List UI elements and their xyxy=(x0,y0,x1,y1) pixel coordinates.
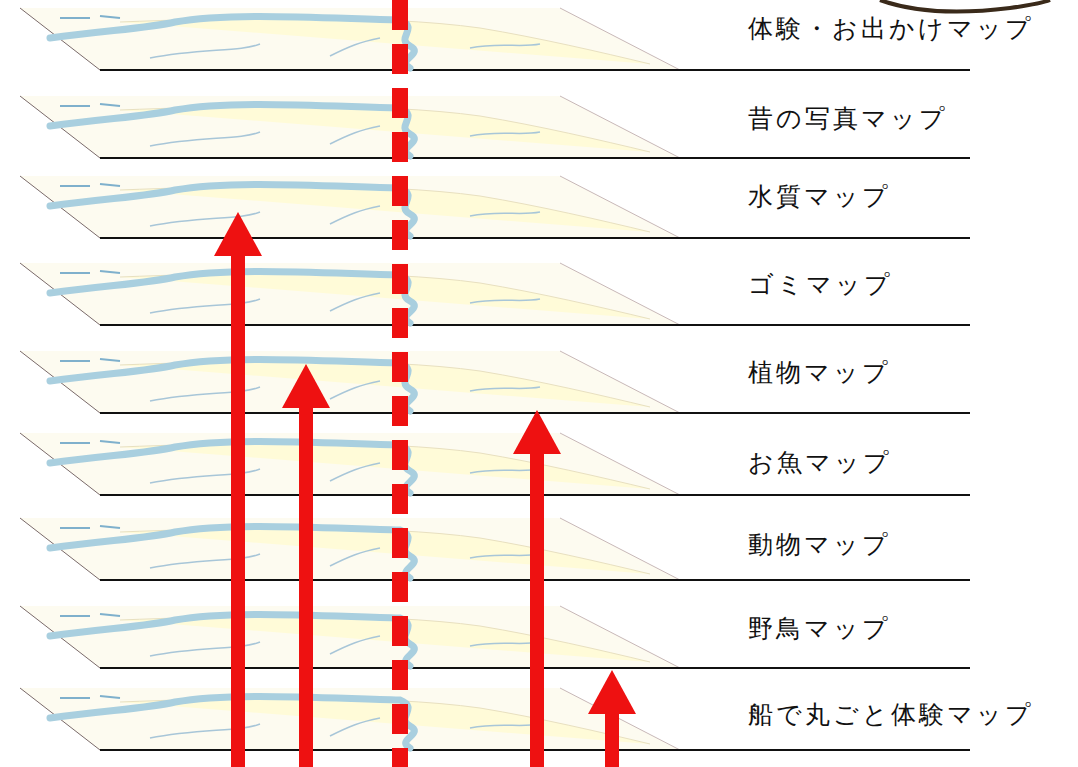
tributary xyxy=(150,126,540,146)
sheet-edge xyxy=(560,433,680,495)
lake xyxy=(60,184,120,186)
tributary xyxy=(150,293,540,313)
map-sheet xyxy=(20,96,680,158)
sheet-edge xyxy=(560,96,680,158)
layer-label: ゴミマップ xyxy=(748,270,893,300)
map-sheet xyxy=(20,263,680,325)
bubble-edge xyxy=(880,0,1050,12)
map-sheet xyxy=(20,351,680,413)
lake xyxy=(60,271,120,273)
map-area xyxy=(120,273,650,319)
dashed-axis xyxy=(392,0,408,767)
map-area xyxy=(120,186,650,232)
map-area xyxy=(120,698,650,744)
arrow-head xyxy=(588,670,636,714)
tributary xyxy=(150,206,540,226)
map-layer xyxy=(20,351,970,413)
river xyxy=(50,104,414,156)
layer-label: 野鳥マップ xyxy=(748,614,891,644)
arrow-head xyxy=(282,364,330,408)
arrow-shaft xyxy=(299,406,313,767)
layer-label: 動物マップ xyxy=(748,530,891,560)
map-sheet xyxy=(20,176,680,238)
arrow-shaft xyxy=(530,452,544,767)
map-area xyxy=(120,361,650,407)
tributary xyxy=(150,636,540,656)
sheet-edge xyxy=(560,8,680,70)
map-area xyxy=(120,18,650,64)
map-area xyxy=(120,528,650,574)
lake xyxy=(60,526,120,528)
layer-label: 植物マップ xyxy=(748,358,891,388)
layer-label: 体験・お出かけマップ xyxy=(748,14,1034,44)
map-area xyxy=(120,616,650,662)
tributary xyxy=(150,38,540,58)
tributary xyxy=(150,718,540,738)
layer-label: 昔の写真マップ xyxy=(748,104,948,134)
map-area xyxy=(120,106,650,152)
map-layer xyxy=(20,606,970,668)
lake xyxy=(60,696,120,698)
map-layer xyxy=(20,518,970,580)
layer-label: お魚マップ xyxy=(748,448,892,478)
map-sheet xyxy=(20,433,680,495)
layer-label: 水質マップ xyxy=(748,182,891,212)
arrow-head xyxy=(513,410,561,454)
sheet-edge xyxy=(560,351,680,413)
map-layer xyxy=(20,176,970,238)
arrow-shaft xyxy=(605,712,619,767)
river xyxy=(50,16,414,68)
lake xyxy=(60,16,120,18)
tributary xyxy=(150,381,540,401)
map-layer xyxy=(20,96,970,158)
arrow-shaft xyxy=(231,254,245,767)
map-sheet xyxy=(20,8,680,70)
lake xyxy=(60,441,120,443)
layer-label: 船で丸ごと体験マップ xyxy=(748,700,1034,730)
sheet-edge xyxy=(560,606,680,668)
sheet-edge xyxy=(560,176,680,238)
lake xyxy=(60,359,120,361)
map-area xyxy=(120,443,650,489)
map-sheet xyxy=(20,606,680,668)
lake xyxy=(60,614,120,616)
map-sheet xyxy=(20,688,680,750)
lake xyxy=(60,104,120,106)
sheet-edge xyxy=(560,263,680,325)
tributary xyxy=(150,548,540,568)
layer-baseline xyxy=(100,69,970,71)
map-sheet xyxy=(20,518,680,580)
layer-baseline xyxy=(100,157,970,159)
map-layer xyxy=(20,433,970,495)
layer-baseline xyxy=(100,324,970,326)
arrow-head xyxy=(214,212,262,256)
map-layer xyxy=(20,263,970,325)
tributary xyxy=(150,463,540,483)
sheet-edge xyxy=(560,518,680,580)
